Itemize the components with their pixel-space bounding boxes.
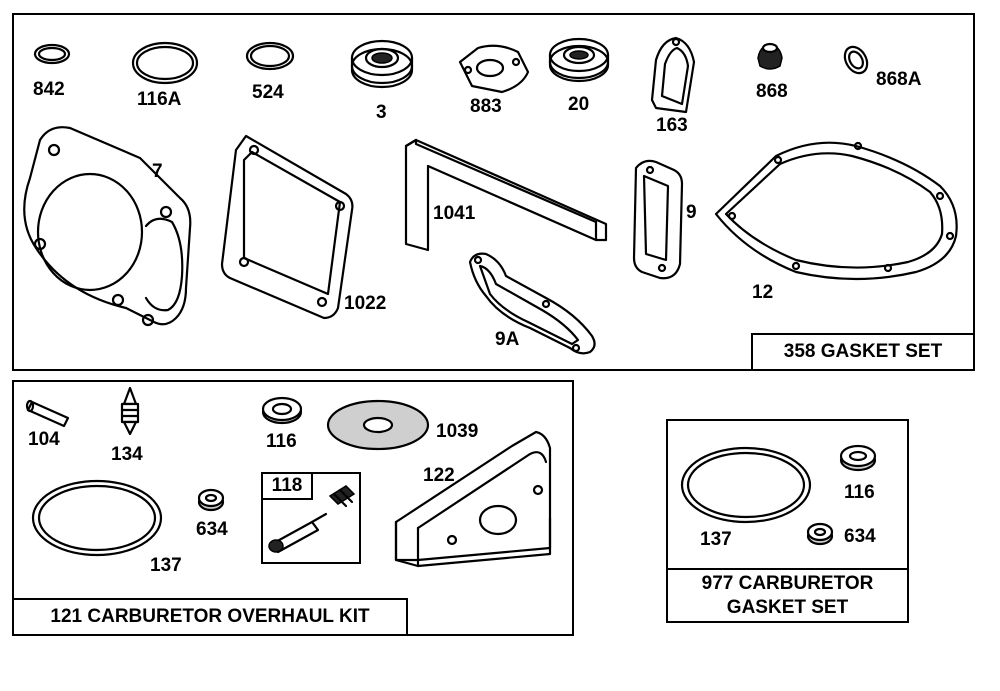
part-116-washer [261, 396, 303, 425]
label-163: 163 [656, 115, 688, 136]
carb-gasket-set-title: 977 CARBURETOR GASKET SET [666, 568, 909, 623]
part-12-crankcase-gasket [714, 141, 958, 281]
label-116: 116 [266, 431, 297, 452]
label-524: 524 [252, 82, 284, 103]
part-868-valve-seal [757, 42, 783, 70]
label-634: 634 [196, 519, 228, 540]
label-883: 883 [470, 96, 502, 117]
part-134-needle [120, 386, 140, 436]
label-7: 7 [152, 161, 163, 182]
part-116A-oring [131, 41, 199, 85]
part-3-seal [350, 39, 414, 89]
part-524-oring [245, 41, 295, 71]
label-116A: 116A [137, 89, 182, 110]
part-116-washer-set [839, 444, 877, 472]
part-842-oring [33, 43, 71, 65]
label-868A: 868A [876, 69, 922, 90]
part-1039-disc [326, 399, 430, 451]
label-104: 104 [28, 429, 60, 450]
label-9: 9 [686, 202, 697, 223]
part-118-needle-assembly [268, 485, 356, 554]
carb-gasket-set-title-line2: GASKET SET [726, 596, 849, 618]
gasket-set-frame [12, 13, 975, 371]
label-137: 137 [150, 555, 182, 576]
overhaul-kit-title: 121 CARBURETOR OVERHAUL KIT [12, 598, 408, 636]
part-868A-washer [843, 45, 869, 75]
part-883-gasket [458, 44, 530, 94]
part-163-gasket [650, 36, 696, 114]
label-122: 122 [423, 465, 455, 486]
label-868: 868 [756, 81, 788, 102]
part-634-washer [197, 488, 225, 512]
label-634-set: 634 [844, 526, 876, 547]
label-20: 20 [568, 94, 590, 115]
label-12: 12 [752, 282, 774, 303]
label-137-set: 137 [700, 529, 732, 550]
label-1041: 1041 [433, 203, 476, 224]
part-20-seal [548, 37, 610, 83]
part-137-oring [31, 479, 163, 557]
part-137-oring-set [680, 446, 812, 524]
label-1022: 1022 [344, 293, 387, 314]
part-634-washer-set [806, 522, 834, 546]
carb-gasket-set-title-line1: 977 CARBURETOR [701, 572, 874, 594]
label-116-set: 116 [844, 482, 875, 503]
part-122-spacer [394, 430, 552, 568]
sub-kit-118-label: 118 [261, 472, 313, 500]
label-134: 134 [111, 444, 143, 465]
part-1022-gasket [220, 134, 354, 320]
label-842: 842 [33, 79, 65, 100]
label-9A: 9A [495, 329, 520, 350]
label-3: 3 [376, 102, 387, 123]
part-1041-bar [404, 138, 608, 252]
gasket-set-title: 358 GASKET SET [751, 333, 975, 371]
label-1039: 1039 [436, 421, 479, 442]
part-104-pin [25, 399, 70, 428]
part-9-gasket [632, 159, 684, 280]
part-7-head-gasket [23, 126, 192, 327]
part-9A-gasket [468, 252, 596, 355]
